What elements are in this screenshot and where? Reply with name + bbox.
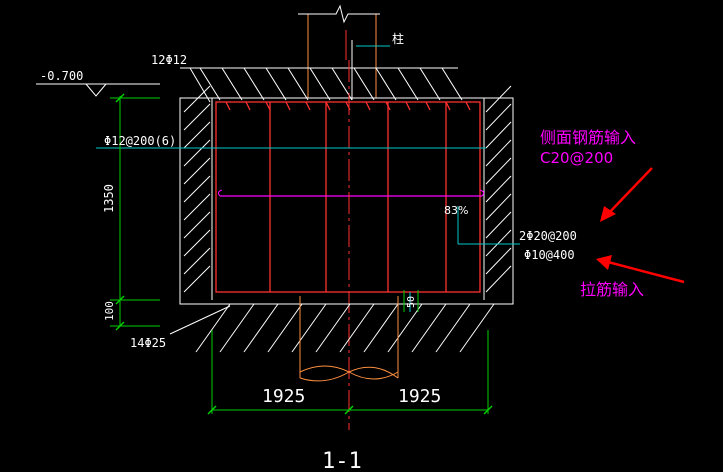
- top-hatch: [180, 67, 513, 101]
- hatch-stroke: [485, 247, 512, 275]
- hatch-stroke: [183, 157, 211, 185]
- hatch-stroke: [183, 229, 211, 257]
- cover-dimension: [403, 290, 419, 312]
- hatch-stroke: [183, 139, 211, 167]
- side-input-arrow: [600, 167, 653, 222]
- bottom-bars-label: 14Φ25: [130, 336, 166, 350]
- tie-bar: [217, 189, 485, 197]
- hatch-stroke: [183, 103, 211, 131]
- elevation-label: -0.700: [40, 69, 83, 83]
- hatch-stroke: [363, 303, 399, 353]
- column-label: 柱: [392, 31, 404, 46]
- hatch-stroke: [243, 67, 265, 101]
- hatch-stroke: [183, 193, 211, 221]
- hatch-stroke: [385, 101, 391, 111]
- tie-input-label: 拉筋输入: [580, 280, 644, 299]
- hatch-stroke: [485, 157, 512, 185]
- side-input-title: 侧面钢筋输入: [540, 128, 636, 147]
- hatch-stroke: [435, 303, 471, 353]
- pile: [299, 296, 399, 382]
- hatch-stroke: [221, 67, 243, 101]
- hatch-stroke: [465, 101, 471, 111]
- height-body-label: 1350: [102, 184, 116, 213]
- hatch-stroke: [419, 67, 441, 101]
- left-wall-hatch: [183, 85, 211, 293]
- hatch-stroke: [287, 67, 309, 101]
- hatch-stroke: [485, 175, 512, 203]
- hatch-stroke: [325, 101, 331, 111]
- hatch-stroke: [405, 101, 411, 111]
- hatch-stroke: [285, 101, 291, 111]
- right-wall-hatch: [485, 85, 512, 293]
- width-right-label: 1925: [398, 386, 441, 407]
- elevation-marker: [36, 83, 160, 97]
- bottom-hatch: [180, 303, 513, 353]
- tie-input-arrow: [596, 255, 685, 284]
- rebar-cage: [215, 101, 481, 293]
- leaders: [96, 67, 520, 335]
- hatch-stroke: [353, 67, 375, 101]
- hatch-stroke: [411, 303, 447, 353]
- hatch-stroke: [445, 101, 451, 111]
- hatch-stroke: [441, 67, 463, 101]
- hatch-stroke: [485, 229, 512, 257]
- hatch-stroke: [485, 265, 512, 293]
- hatch-stroke: [387, 303, 423, 353]
- hatch-stroke: [485, 103, 512, 131]
- hatch-stroke: [485, 121, 512, 149]
- hatch-stroke: [225, 101, 231, 111]
- hatch-stroke: [183, 121, 211, 149]
- hatch-stroke: [459, 303, 495, 353]
- section-label: 1-1: [322, 449, 362, 472]
- zoom-indicator: 83%: [444, 204, 468, 217]
- horizontal-dimension: [207, 330, 493, 415]
- hatch-stroke: [339, 303, 375, 353]
- cover-label: 50: [406, 296, 417, 308]
- hatch-stroke: [195, 303, 231, 353]
- hatch-stroke: [365, 101, 371, 111]
- hatch-stroke: [183, 265, 211, 293]
- hatch-stroke: [375, 67, 397, 101]
- width-left-label: 1925: [262, 386, 305, 407]
- hatch-stroke: [199, 67, 221, 101]
- column-stub: [298, 4, 390, 100]
- hatch-stroke: [425, 101, 431, 111]
- hatch-stroke: [219, 303, 255, 353]
- hatch-stroke: [243, 303, 279, 353]
- hatch-stroke: [183, 211, 211, 239]
- hatch-stroke: [309, 67, 331, 101]
- hatch-stroke: [485, 139, 512, 167]
- hatch-stroke: [183, 247, 211, 275]
- hatch-stroke: [485, 193, 512, 221]
- stirrup-label: Φ12@200(6): [104, 134, 176, 148]
- side-input-value: C20@200: [540, 149, 613, 167]
- hatch-stroke: [245, 101, 251, 111]
- hatch-stroke: [485, 211, 512, 239]
- hatch-stroke: [267, 303, 303, 353]
- tie-bars-label: Φ10@400: [524, 248, 575, 262]
- cap-outline: [179, 97, 514, 305]
- hatch-stroke: [315, 303, 351, 353]
- hatch-stroke: [397, 67, 419, 101]
- hatch-stroke: [265, 67, 287, 101]
- hatch-stroke: [183, 175, 211, 203]
- hatch-stroke: [291, 303, 327, 353]
- top-bars-label: 12Φ12: [151, 53, 187, 67]
- hatch-stroke: [183, 85, 211, 113]
- vertical-dimension: [110, 93, 160, 331]
- hatch-stroke: [305, 101, 311, 111]
- side-bars-label: 2Φ20@200: [519, 229, 577, 243]
- height-cover-label: 100: [103, 301, 116, 321]
- hatch-stroke: [265, 101, 271, 111]
- hatch-stroke: [485, 85, 512, 113]
